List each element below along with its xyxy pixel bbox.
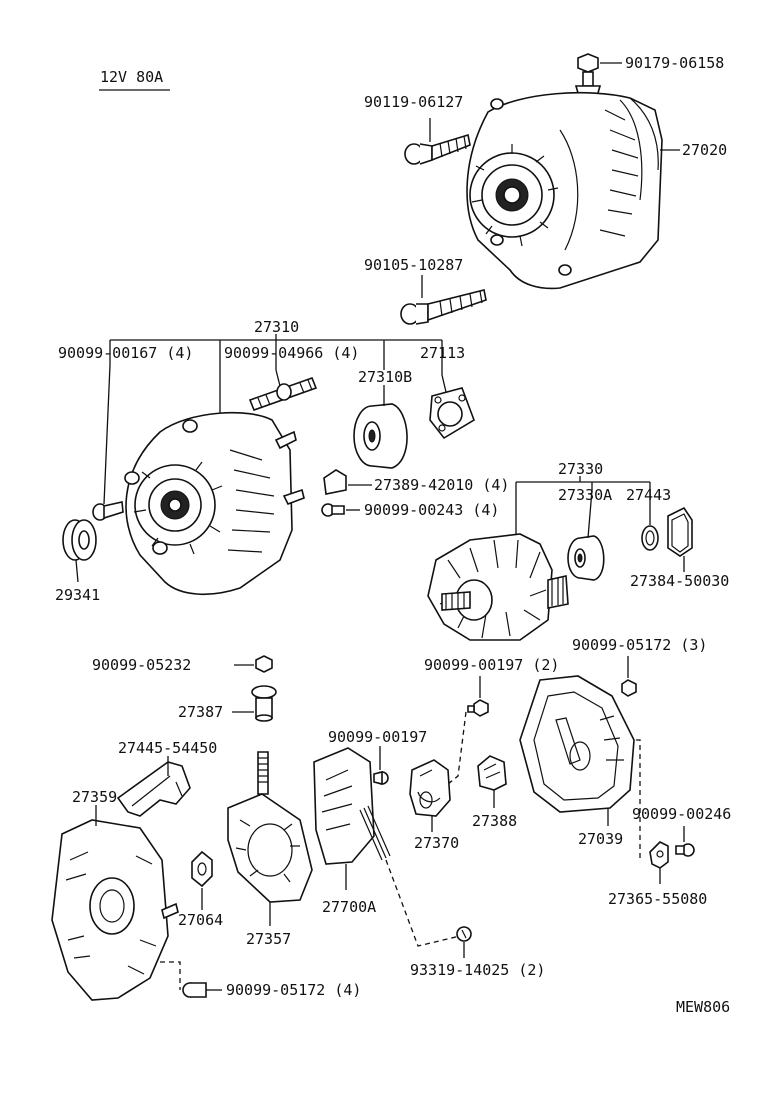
label-27330A: 27330A	[558, 486, 612, 504]
label-27370: 27370	[414, 834, 459, 852]
leader-27113	[441, 374, 447, 393]
diagram-title: 12V 80A	[100, 68, 163, 86]
insulator-27384-50030-part	[667, 506, 693, 557]
brush-holder-27370-part	[409, 759, 451, 817]
nut-90099-05232-part	[255, 655, 273, 673]
label-27384-50030: 27384-50030	[630, 572, 729, 590]
retainer-plate-27113-part	[429, 387, 475, 440]
label-90105-10287: 90105-10287	[364, 256, 463, 274]
label-27389-42010: 27389-42010 (4)	[374, 476, 509, 494]
rear-end-frame-part	[51, 819, 179, 1001]
label-27365-55080: 27365-55080	[608, 890, 707, 908]
screw-93319-14025-part	[456, 926, 472, 942]
label-27357: 27357	[246, 930, 291, 948]
screw-90099-00246-part	[675, 843, 695, 857]
label-27359: 27359	[72, 788, 117, 806]
screw-90099-00167-part	[92, 501, 124, 521]
label-27388: 27388	[472, 812, 517, 830]
label-90099-00167: 90099-00167 (4)	[58, 344, 193, 362]
label-27700A: 27700A	[322, 898, 376, 916]
leader-90099-00167	[103, 364, 111, 505]
label-90099-00246: 90099-00246	[632, 805, 731, 823]
cover-27388-part	[477, 755, 507, 791]
rectifier-holder-part	[227, 751, 313, 903]
retainer-27389-42010-part	[323, 469, 347, 495]
label-90099-00197-2: 90099-00197 (2)	[424, 656, 559, 674]
label-90099-00197: 90099-00197	[328, 728, 427, 746]
label-90099-05172-4: 90099-05172 (4)	[226, 981, 361, 999]
dash-27039	[636, 739, 641, 858]
screw-90099-00243-part	[321, 503, 345, 517]
drive-end-frame-part	[124, 411, 305, 596]
label-90099-05172-3: 90099-05172 (3)	[572, 636, 707, 654]
stud-90099-04966-part	[248, 376, 318, 412]
label-93319-14025: 93319-14025 (2)	[410, 961, 545, 979]
rotor-part	[427, 533, 569, 641]
leader-29341	[75, 559, 79, 583]
label-27020: 27020	[682, 141, 727, 159]
label-27310: 27310	[254, 318, 299, 336]
cover-27445-54450-part	[116, 761, 191, 817]
label-90099-05232: 90099-05232	[92, 656, 191, 674]
dash-93319-14025	[385, 859, 461, 947]
footer-code: MEW806	[676, 998, 730, 1016]
label-27387: 27387	[178, 703, 223, 721]
ring-27443-part	[641, 525, 659, 551]
leader-stud	[275, 369, 281, 387]
label-27330: 27330	[558, 460, 603, 478]
label-90119-06127: 90119-06127	[364, 93, 463, 111]
bracket-27330	[515, 476, 651, 540]
label-29341: 29341	[55, 586, 100, 604]
dash-90099-00197-2	[447, 711, 467, 785]
gasket-27064-part	[191, 850, 213, 888]
dash-90099-05172-4	[160, 961, 181, 990]
screw-90099-00197-part	[373, 770, 389, 786]
label-27113: 27113	[420, 344, 465, 362]
label-27445-54450: 27445-54450	[118, 739, 217, 757]
bearing-27310B-part	[353, 403, 408, 469]
label-90179-06158: 90179-06158	[625, 54, 724, 72]
leader-27330A	[587, 489, 593, 539]
rear-cover-27039-part	[519, 675, 635, 813]
insulator-27387-part	[251, 685, 277, 722]
seal-29341-part	[62, 519, 97, 561]
label-90099-00243: 90099-00243 (4)	[364, 501, 499, 519]
bearing-27330A-part	[567, 535, 605, 581]
label-90099-04966: 90099-04966 (4)	[224, 344, 359, 362]
bracket-27310	[109, 334, 443, 415]
bolt-90105-10287-part	[400, 289, 487, 325]
regulator-27700A-part	[313, 747, 391, 865]
bolt-90119-06127-part	[404, 133, 471, 165]
terminal-27365-55080-part	[649, 841, 669, 869]
screw-90099-05172-4-part	[182, 982, 207, 998]
label-27064: 27064	[178, 911, 223, 929]
alternator-assembly-part	[466, 91, 663, 290]
label-27310B: 27310B	[358, 368, 412, 386]
label-27039: 27039	[578, 830, 623, 848]
screw-90099-00197-2-part	[467, 699, 489, 717]
screw-90099-05172-3-part	[621, 679, 637, 697]
label-27443: 27443	[626, 486, 671, 504]
